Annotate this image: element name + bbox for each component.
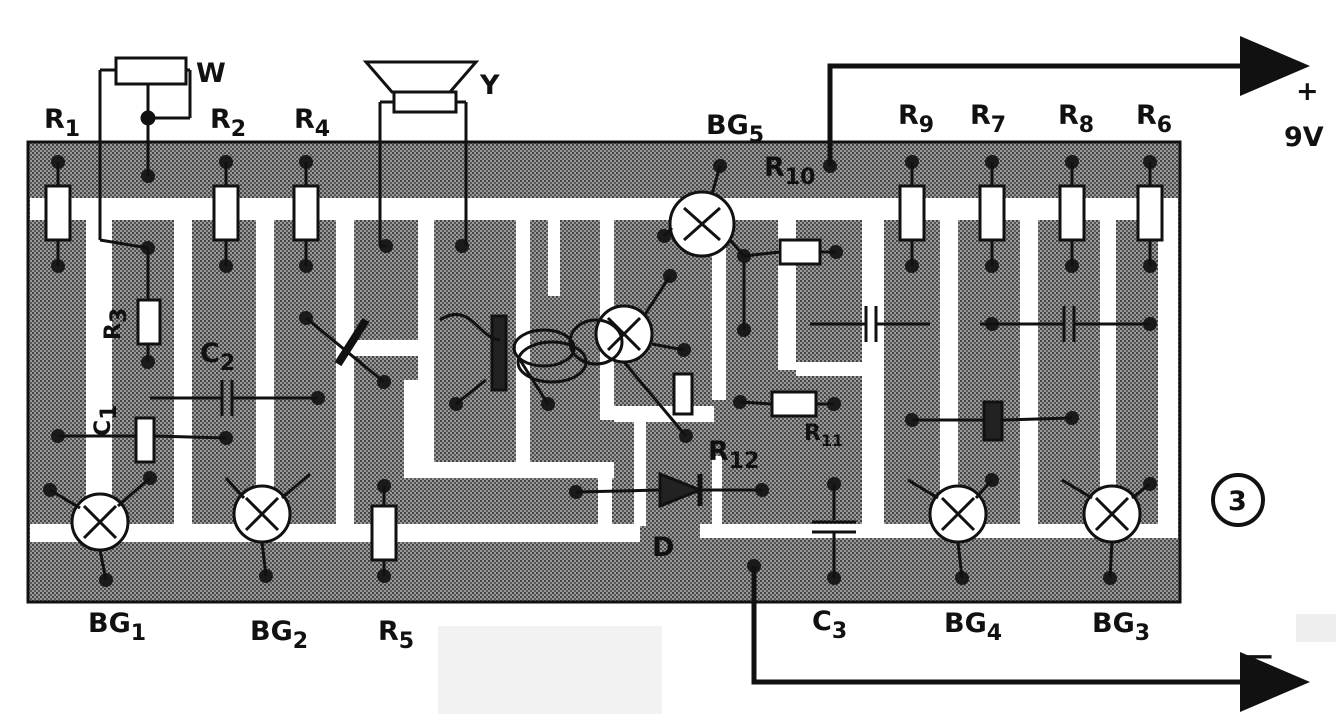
label-r12: R12 — [708, 436, 759, 474]
label-r3: R3 — [101, 308, 132, 340]
label-r2: R2 — [210, 104, 246, 142]
label-plus: + — [1296, 76, 1319, 107]
speaker-y — [362, 60, 480, 248]
figure-number: 3 — [1228, 486, 1247, 517]
power-wires — [751, 36, 1310, 712]
transformer-coils — [439, 312, 624, 384]
label-r11: R11 — [804, 421, 843, 450]
label-minus: — — [1246, 640, 1273, 671]
label-voltage: 9V — [1284, 122, 1324, 153]
label-bg2: BG2 — [250, 616, 308, 654]
label-y: Y — [479, 70, 500, 101]
label-r9: R9 — [898, 100, 934, 138]
potentiometer-w — [98, 56, 192, 250]
label-r1: R1 — [44, 104, 80, 142]
label-bg3: BG3 — [1092, 608, 1150, 646]
label-bg5: BG5 — [706, 110, 764, 148]
label-r10: R10 — [764, 152, 815, 190]
label-r6: R6 — [1136, 100, 1172, 138]
transistors — [49, 165, 1151, 581]
label-w: W — [196, 58, 226, 89]
capacitors — [58, 306, 1150, 578]
label-c2: C2 — [200, 338, 235, 376]
label-c3: C3 — [812, 606, 847, 644]
component-leads — [56, 162, 1152, 576]
label-r4: R4 — [294, 104, 330, 142]
label-r7: R7 — [970, 100, 1006, 138]
figure-number-circle — [1211, 473, 1265, 527]
scan-blank-patch — [438, 626, 662, 714]
label-bg4: BG4 — [944, 608, 1002, 646]
label-r8: R8 — [1058, 100, 1094, 138]
diode-d — [575, 471, 762, 509]
label-d: D — [652, 532, 674, 563]
component-labels: W Y R1 R2 R4 R9 R7 R8 R6 R10 R11 R12 R5 … — [44, 58, 1324, 671]
label-bg1: BG1 — [88, 608, 146, 646]
label-r5: R5 — [378, 616, 414, 654]
label-c1: C1 — [91, 405, 122, 436]
scan-blank-patch-right — [1296, 614, 1336, 642]
